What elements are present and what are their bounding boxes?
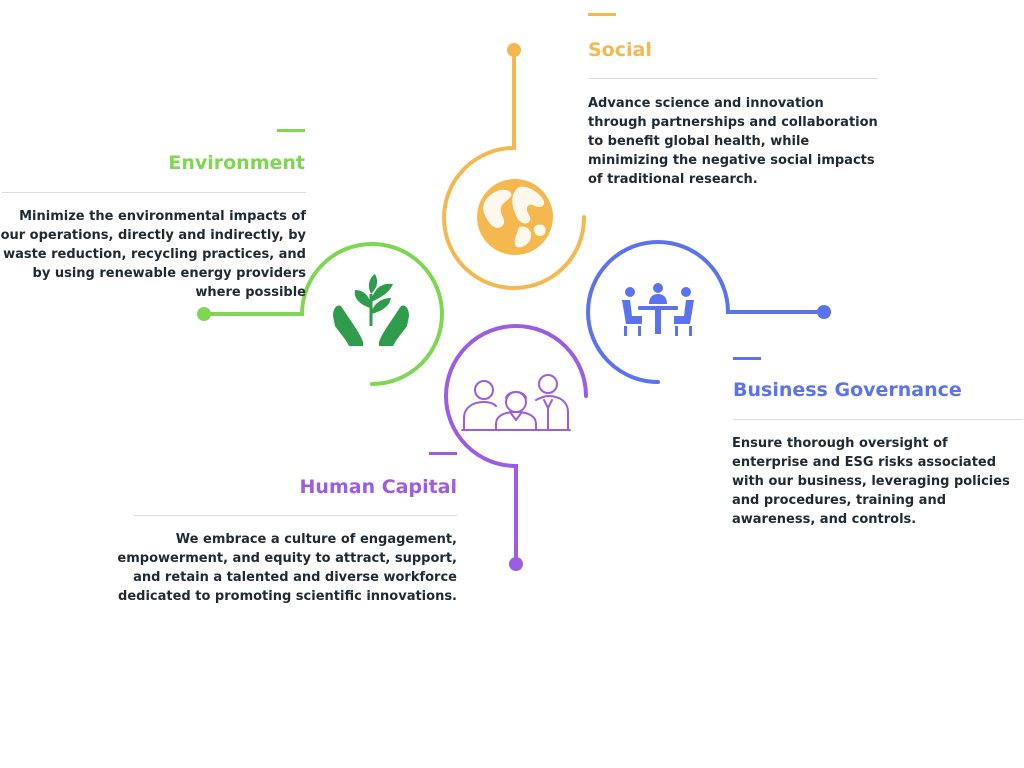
- social-ring: [442, 48, 587, 290]
- governance-dot: [817, 305, 831, 319]
- plant-in-hands-icon: [333, 274, 409, 346]
- environment-dot: [197, 307, 211, 321]
- environment-node: [197, 242, 444, 386]
- human-title: Human Capital: [299, 476, 457, 498]
- governance-divider: [733, 419, 1023, 420]
- social-node: [442, 43, 587, 290]
- environment-accent: [277, 129, 305, 132]
- human-divider: [134, 515, 457, 516]
- globe-icon: [477, 179, 553, 255]
- governance-accent: [733, 357, 761, 360]
- governance-description: Ensure thorough oversight of enterprise …: [732, 436, 1010, 527]
- human-node: [444, 324, 588, 571]
- governance-ring: [586, 240, 826, 384]
- environment-divider: [2, 192, 306, 193]
- meeting-icon: [622, 283, 694, 336]
- governance-title: Business Governance: [733, 379, 962, 401]
- governance-node: [586, 240, 831, 384]
- social-title: Social: [588, 39, 652, 61]
- social-accent: [588, 13, 616, 16]
- team-icon: [461, 374, 571, 431]
- environment-ring: [202, 242, 444, 386]
- environment-description: Minimize the environmental impacts of ou…: [0, 209, 306, 300]
- human-ring: [444, 324, 588, 566]
- human-dot: [509, 557, 523, 571]
- human-accent: [429, 452, 457, 455]
- environment-title: Environment: [168, 152, 305, 174]
- social-divider: [588, 78, 878, 79]
- social-dot: [507, 43, 521, 57]
- social-description: Advance science and innovation through p…: [588, 96, 878, 187]
- human-description: We embrace a culture of engagement, empo…: [117, 532, 457, 604]
